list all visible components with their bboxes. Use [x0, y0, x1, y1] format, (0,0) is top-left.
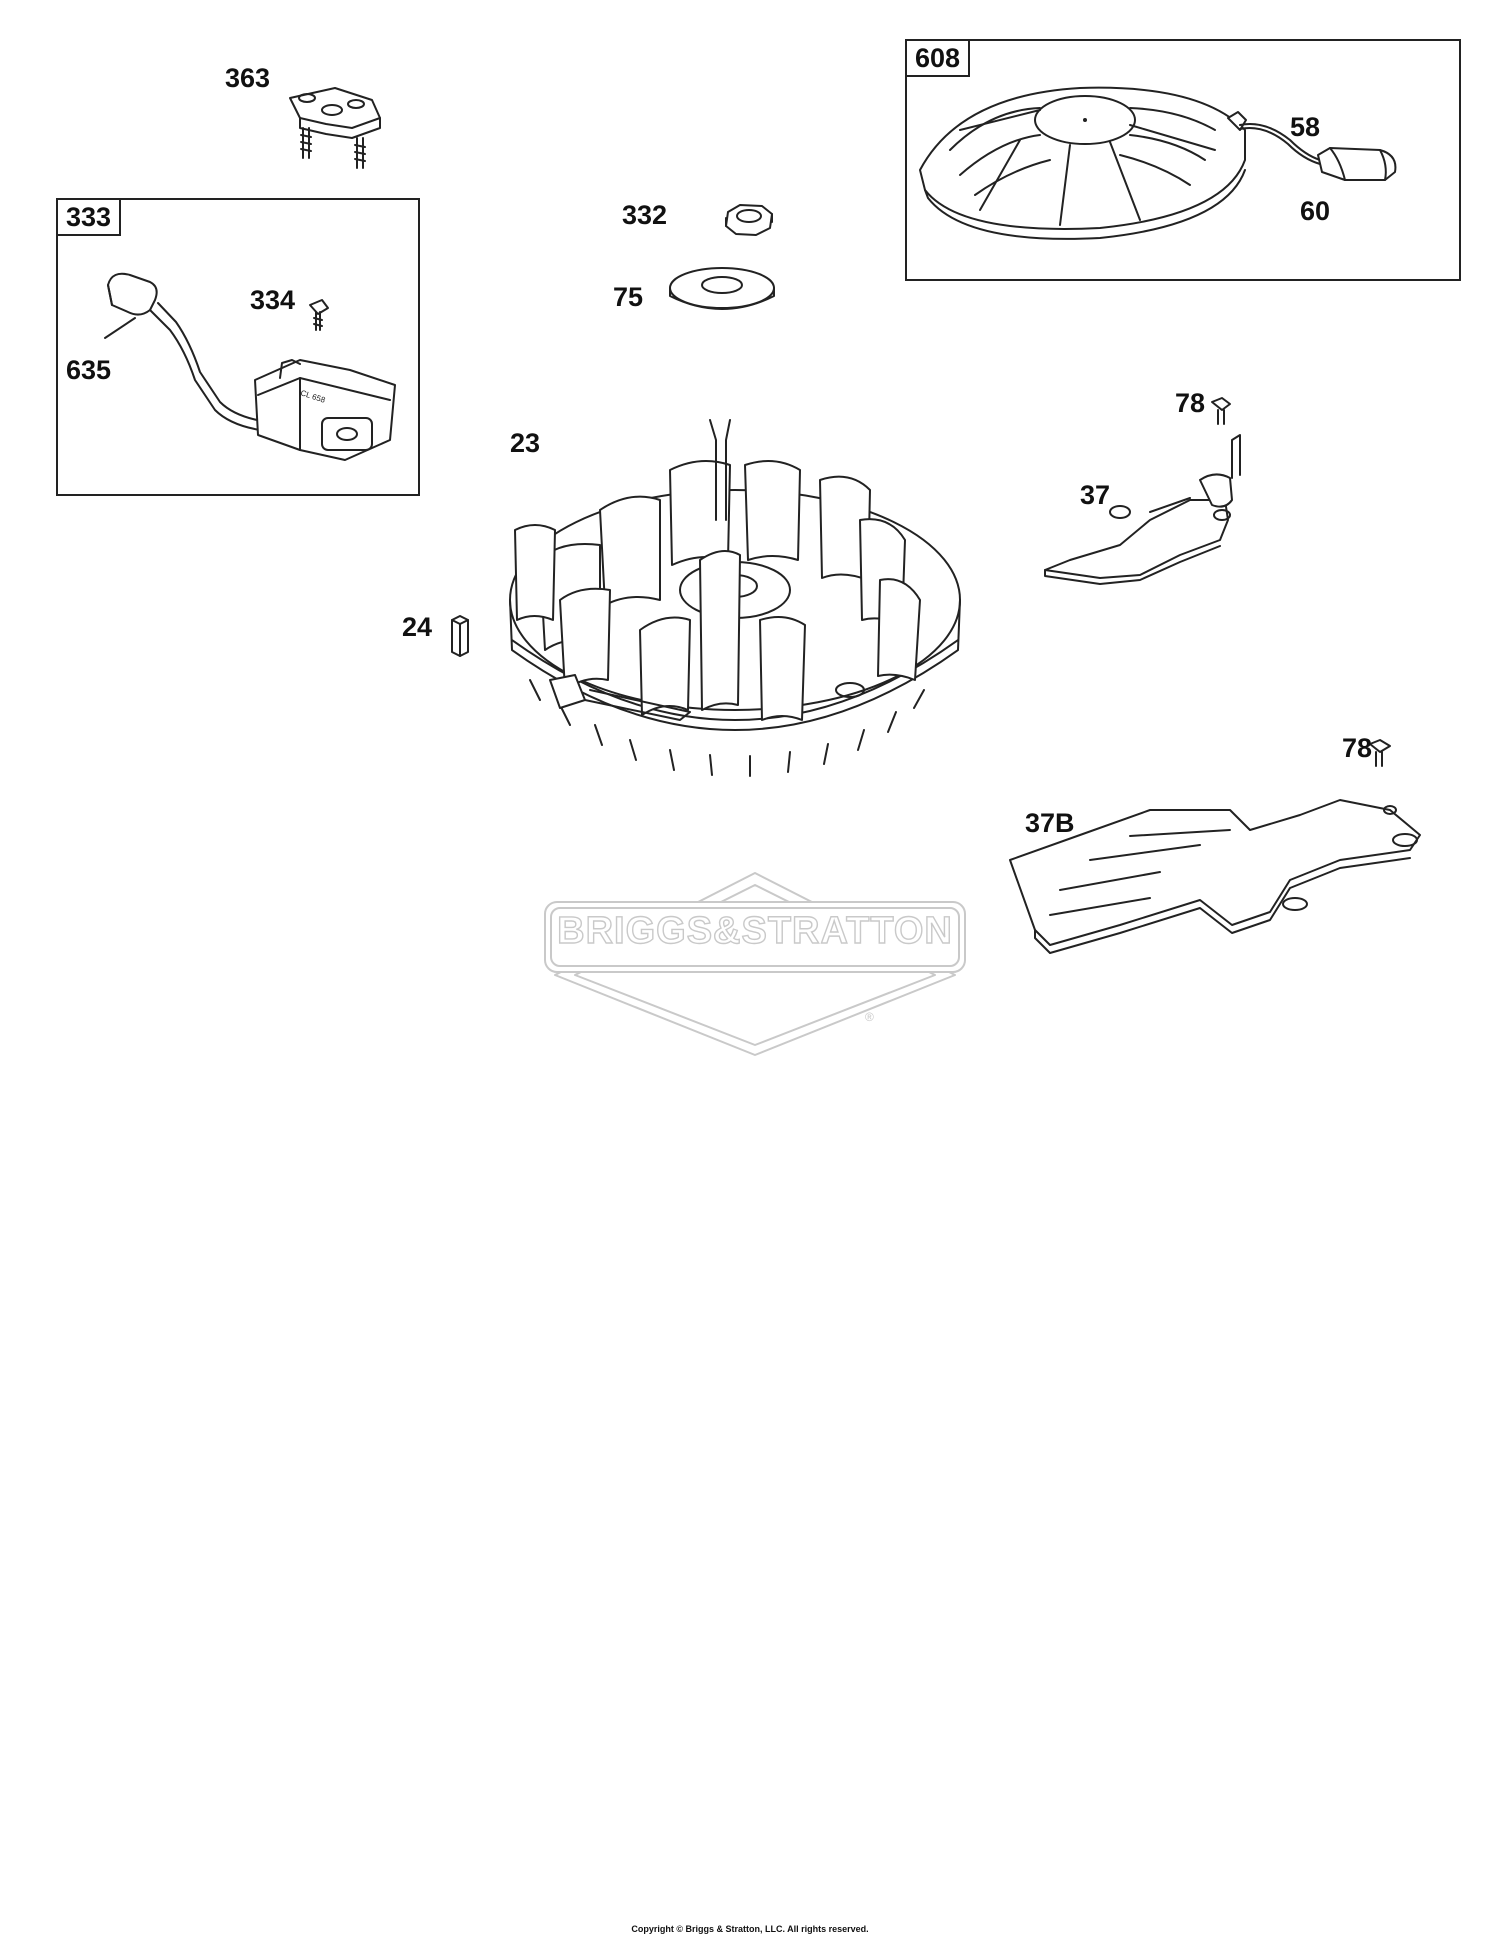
part-332-nut: [725, 204, 773, 236]
part-75-washer: [669, 267, 775, 310]
part-334-screw: [309, 299, 329, 331]
callout-75: 75: [613, 282, 644, 312]
callout-58: 58: [1290, 112, 1321, 142]
part-333-armature: CL 658: [254, 359, 396, 461]
callout-363: 363: [225, 63, 271, 93]
watermark-brand-text: BRIGGS&STRATTON: [556, 909, 953, 952]
part-78-bolt-lower: [1369, 739, 1391, 767]
part-78-bolt-upper: [1211, 397, 1231, 425]
part-363-bracket: [289, 87, 381, 169]
part-635-spark-plug-boot: [104, 272, 263, 431]
callout-24: 24: [402, 612, 433, 642]
kit-tag-333: 333: [56, 198, 122, 236]
callout-78-upper: 78: [1175, 388, 1206, 418]
part-58-rope: [1239, 123, 1321, 165]
callout-334: 334: [250, 285, 296, 315]
part-24-key: [451, 615, 469, 657]
watermark-registered-mark: ®: [865, 1010, 874, 1024]
kit-box-608: 608: [905, 39, 1461, 281]
kit-tag-608: 608: [905, 39, 971, 77]
part-60-starter-handle: [1317, 147, 1397, 181]
callout-37: 37: [1080, 480, 1111, 510]
kit-box-333: 333: [56, 198, 420, 496]
part-23-flywheel: [509, 419, 961, 777]
part-37b-air-guide: [1009, 799, 1421, 954]
part-37-air-vane: [1044, 434, 1241, 585]
watermark-logo: [544, 872, 966, 1056]
callout-37b: 37B: [1025, 808, 1075, 838]
callout-60: 60: [1300, 196, 1331, 226]
callout-332: 332: [622, 200, 668, 230]
callout-23: 23: [510, 428, 541, 458]
callout-635: 635: [66, 355, 112, 385]
copyright-notice: Copyright © Briggs & Stratton, LLC. All …: [631, 1924, 869, 1934]
callout-78-lower: 78: [1342, 733, 1373, 763]
